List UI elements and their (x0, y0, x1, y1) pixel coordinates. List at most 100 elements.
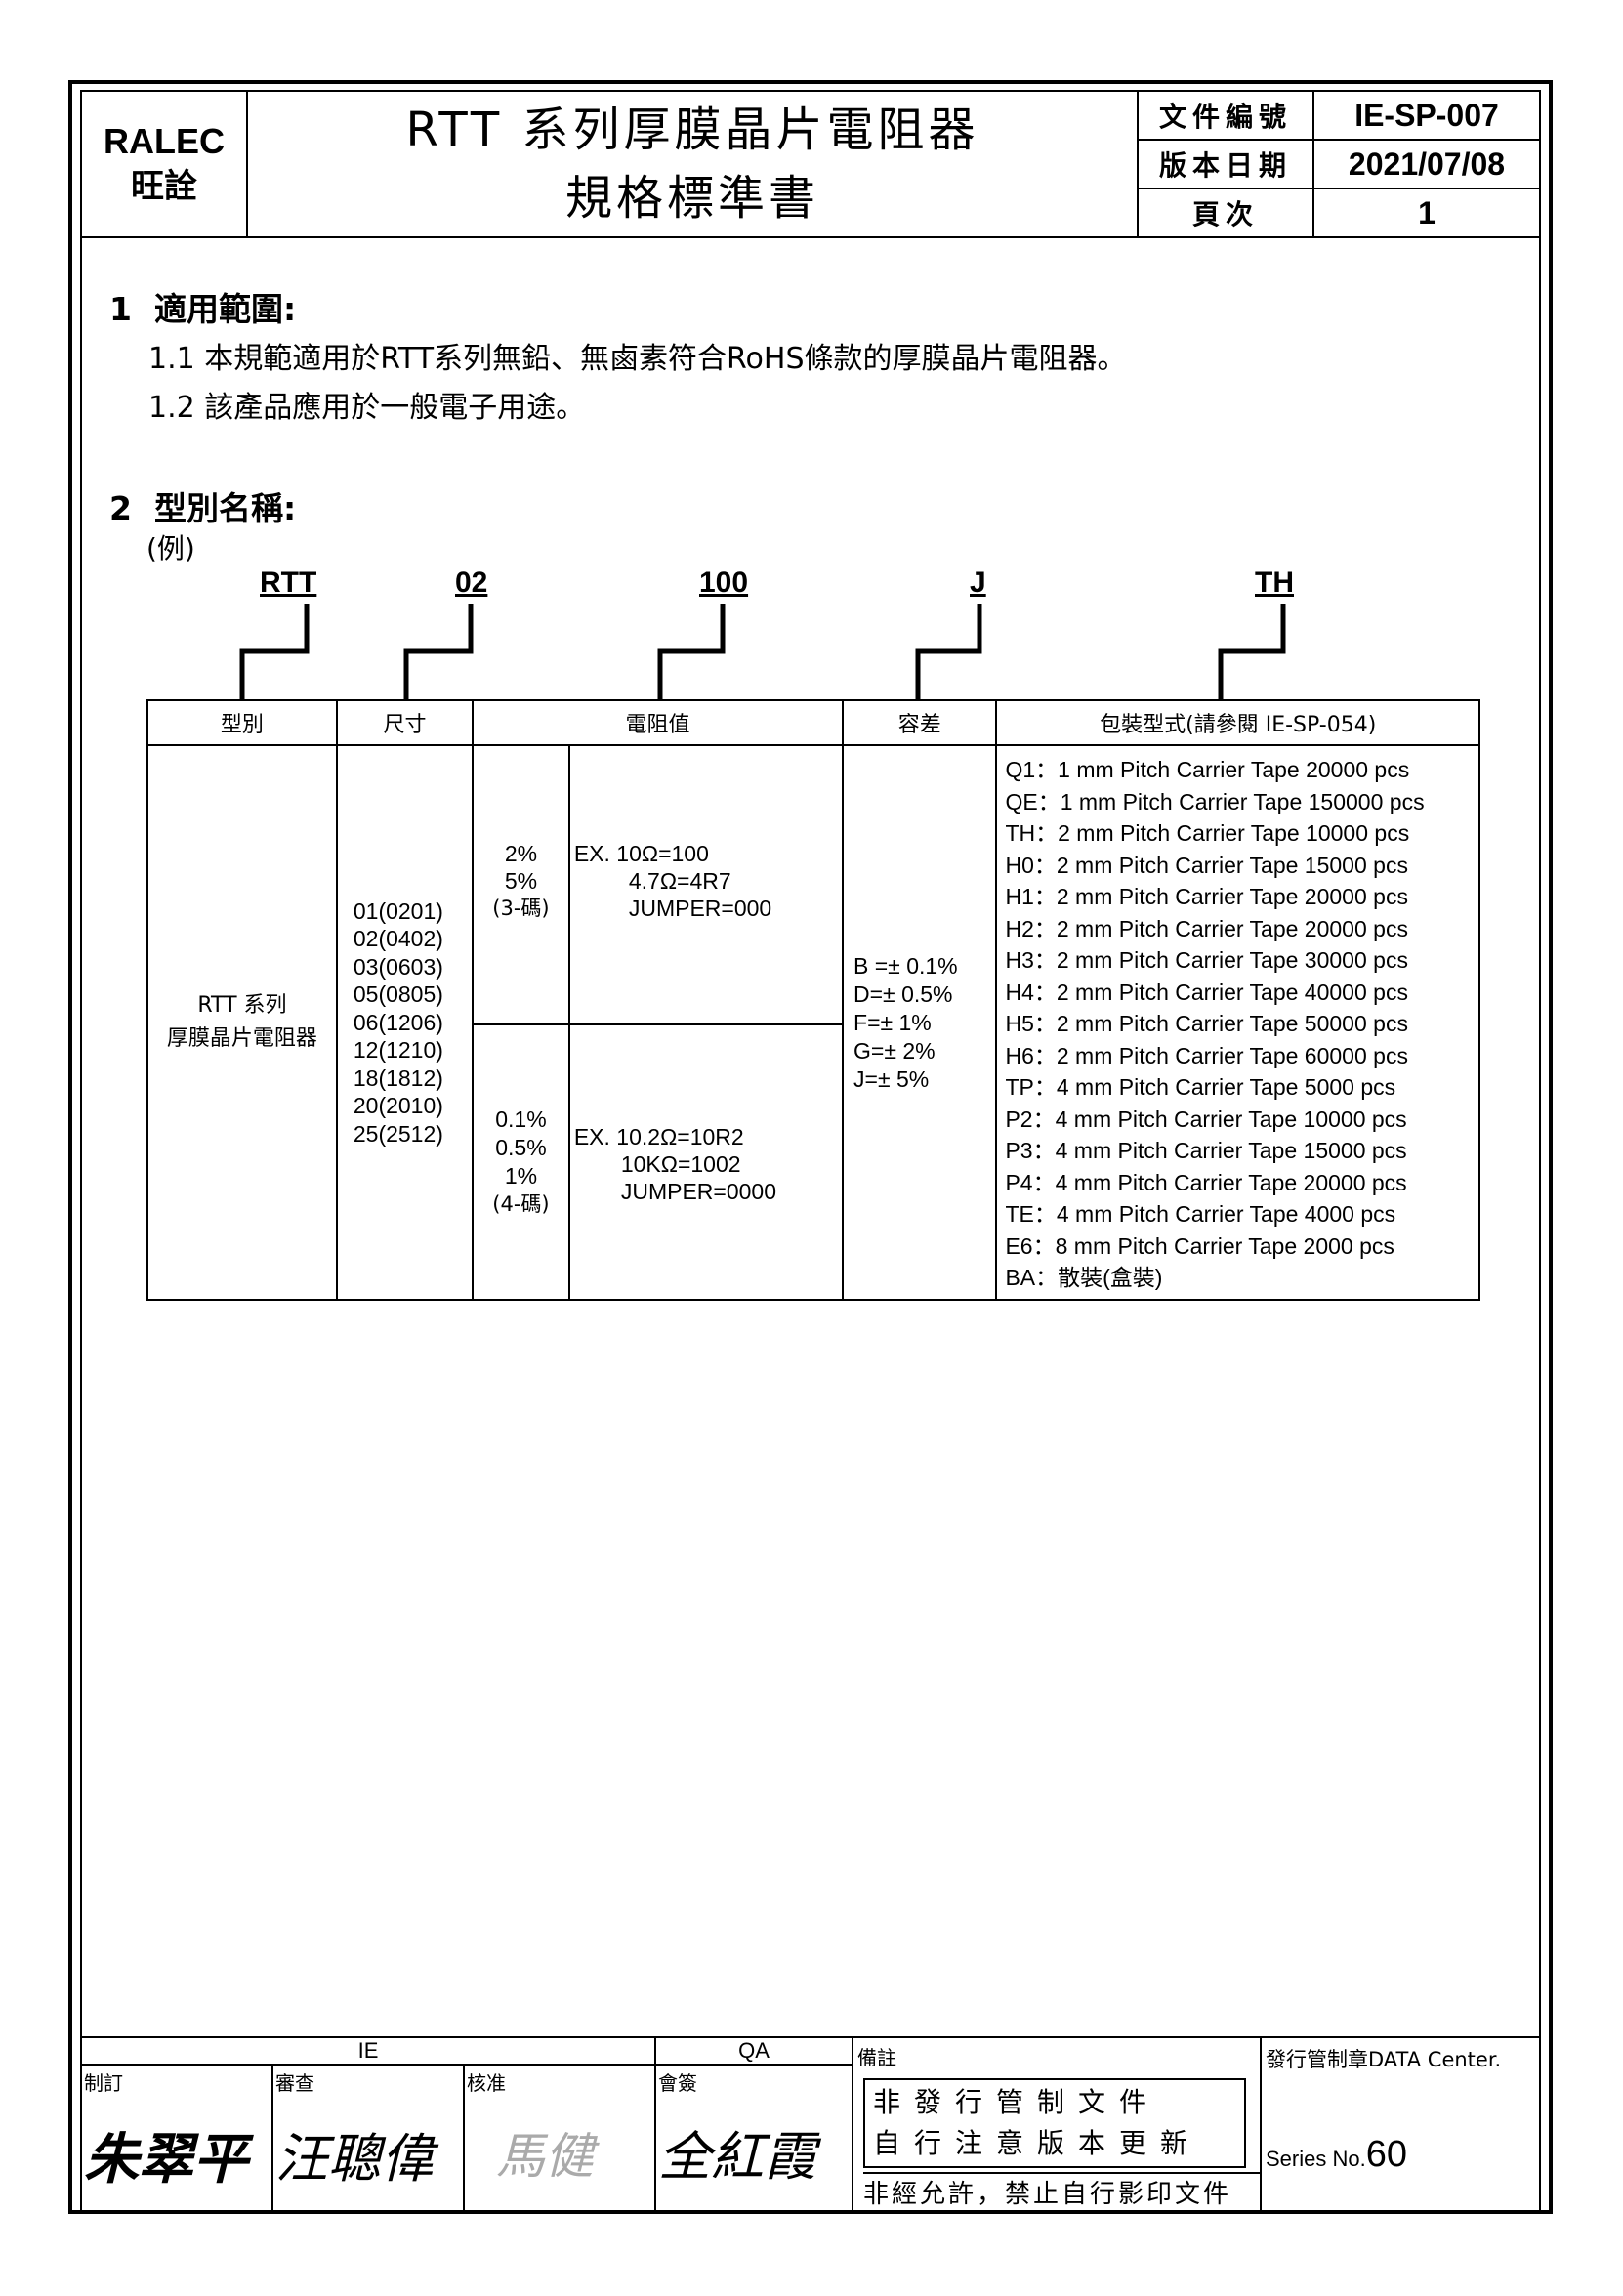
type-designation-table: 型別 尺寸 電阻值 容差 包裝型式(請參閱 IE-SP-054) RTT 系列 … (146, 699, 1480, 1301)
size-item: 03(0603) (353, 953, 443, 980)
code-connector-lines (239, 604, 1286, 699)
section2-number: 2 (109, 489, 132, 527)
packaging-item: E6：8 mm Pitch Carrier Tape 2000 pcs (1005, 1232, 1394, 1259)
res-3digit-ex-3: JUMPER=000 (628, 896, 772, 921)
signature-approved: 馬健 (496, 2128, 594, 2185)
signature-countersign: 全紅霞 (658, 2126, 816, 2188)
tolerance-item: B =± 0.1% (853, 952, 958, 979)
series-number: Series No.60 (1266, 2134, 1407, 2176)
approved-by-label: 核准 (467, 2071, 506, 2095)
remarks-label: 備註 (857, 2046, 896, 2069)
section1-heading: 1 適用範圍: (109, 283, 296, 330)
col-header-size: 尺寸 (335, 699, 475, 746)
stamp-line1: 非發行管制文件 (873, 2086, 1161, 2118)
section1-item-1: 1.1 本規範適用於RTT系列無鉛、無鹵素符合RoHS條款的厚膜晶片電阻器。 (148, 342, 1127, 376)
size-item: 20(2010) (353, 1093, 443, 1119)
res-4digit-tol-3: 1% (504, 1163, 538, 1189)
packaging-item: H5：2 mm Pitch Carrier Tape 50000 pcs (1005, 1011, 1408, 1036)
stamp-line2: 自行注意版本更新 (873, 2127, 1202, 2159)
footer-qa-header: QA (654, 2036, 853, 2066)
packaging-item: TE：4 mm Pitch Carrier Tape 4000 pcs (1005, 1201, 1396, 1227)
packaging-item: Q1：1 mm Pitch Carrier Tape 20000 pcs (1005, 757, 1410, 782)
size-item: 01(0201) (353, 898, 443, 924)
size-item: 06(1206) (353, 1009, 443, 1035)
packaging-item: TH：2 mm Pitch Carrier Tape 10000 pcs (1005, 820, 1410, 846)
res-3digit-tol-2: 5% (504, 868, 538, 894)
section1-number: 1 (109, 290, 132, 328)
packaging-item: P3：4 mm Pitch Carrier Tape 15000 pcs (1005, 1138, 1407, 1163)
code-resistance: 100 (699, 566, 749, 599)
res-4digit-ex-1: EX. 10.2Ω=10R2 (573, 1124, 744, 1149)
res-4digit-ex-3: JUMPER=0000 (620, 1179, 777, 1204)
company-zh: 旺詮 (131, 167, 197, 206)
tolerance-item: G=± 2% (853, 1037, 936, 1064)
company-en: RALEC (104, 121, 225, 161)
res-3digit-ex-2: 4.7Ω=4R7 (628, 868, 731, 894)
signature-reviewed: 汪聰偉 (275, 2128, 434, 2190)
countersign-label: 會簽 (658, 2071, 697, 2095)
tolerance-item: D=± 0.5% (853, 981, 953, 1007)
packaging-item: H2：2 mm Pitch Carrier Tape 20000 pcs (1005, 915, 1408, 941)
title-cell: RTT 系列厚膜晶片電阻器 規格標準書 (246, 90, 1139, 238)
res-4digit-ex-2: 10KΩ=1002 (620, 1151, 741, 1177)
document-header: RALEC 旺詮 RTT 系列厚膜晶片電阻器 規格標準書 文件編號 IE-SP-… (80, 90, 1541, 238)
connector-packaging (1218, 604, 1286, 699)
res-3digit-tol-3: (3-碼) (492, 897, 550, 920)
doc-no: IE-SP-007 (1312, 90, 1541, 141)
code-series: RTT (260, 566, 317, 599)
approval-footer: IE QA 備註 非發行管制文件 自行注意版本更新 非經允許，禁止自行影印文件 … (80, 2036, 1541, 2212)
doc-title-line2: 規格標準書 (564, 171, 819, 226)
section1-item-2: 1.2 該產品應用於一般電子用途。 (148, 391, 586, 425)
size-item: 25(2512) (353, 1120, 443, 1147)
size-item: 18(1812) (353, 1065, 443, 1091)
res-3digit-ex-cell: EX. 10Ω=100 4.7Ω=4R7 JUMPER=000 (567, 744, 845, 1025)
col-header-tolerance: 容差 (842, 699, 998, 746)
code-size: 02 (455, 566, 488, 599)
reviewed-by-label: 審查 (275, 2071, 314, 2095)
example-label: (例) (146, 532, 195, 564)
res-3digit-tol-1: 2% (504, 841, 538, 866)
col-header-type: 型別 (146, 699, 338, 746)
size-cell: 01(0201) 02(0402) 03(0603) 05(0805) 06(1… (335, 744, 475, 1301)
section2-title: 型別名稱: (153, 489, 297, 527)
tolerance-list: B =± 0.1% D=± 0.5% F=± 1% G=± 2% J=± 5% (853, 952, 995, 1094)
res-4digit-tol-1: 0.1% (495, 1106, 547, 1132)
packaging-header-text: 包裝型式(請參閱 IE-SP-054) (1100, 713, 1377, 737)
connector-resistance (657, 604, 726, 699)
issue-control-cell: 發行管制章DATA Center. Series No.60 (1260, 2036, 1541, 2212)
footer-ie-header: IE (80, 2036, 656, 2066)
made-by-label: 制訂 (84, 2071, 123, 2095)
page-label: 頁次 (1137, 188, 1314, 238)
body-border-left (80, 238, 82, 2038)
series-label: Series No. (1266, 2147, 1366, 2171)
doc-date: 2021/07/08 (1312, 139, 1541, 189)
connector-tolerance (915, 604, 982, 699)
signature-made: 朱翠平 (84, 2127, 248, 2192)
reviewed-by-cell: 審查 汪聰偉 (271, 2064, 465, 2212)
type-line2: 厚膜晶片電阻器 (166, 1026, 317, 1051)
tolerance-item: F=± 1% (853, 1009, 932, 1035)
res-4digit-ex-cell: EX. 10.2Ω=10R2 10KΩ=1002 JUMPER=0000 (567, 1023, 845, 1301)
packaging-cell: Q1：1 mm Pitch Carrier Tape 20000 pcs QE：… (995, 744, 1480, 1301)
control-stamp-box: 非發行管制文件 自行注意版本更新 (863, 2078, 1246, 2168)
copy-notice: 非經允許，禁止自行影印文件 (863, 2172, 1260, 2210)
code-tolerance: J (970, 566, 986, 599)
size-list: 01(0201) 02(0402) 03(0603) 05(0805) 06(1… (354, 898, 472, 1148)
col-header-packaging: 包裝型式(請參閱 IE-SP-054) (995, 699, 1480, 746)
packaging-item: H6：2 mm Pitch Carrier Tape 60000 pcs (1005, 1042, 1408, 1068)
connector-size (403, 604, 474, 699)
approved-by-cell: 核准 馬健 (463, 2064, 656, 2212)
issue-control-label: 發行管制章DATA Center. (1266, 2048, 1502, 2071)
page-border-outer (68, 80, 1553, 2214)
doc-title-line1: RTT 系列厚膜晶片電阻器 (405, 103, 979, 157)
res-3digit-ex-1: EX. 10Ω=100 (573, 841, 709, 866)
packaging-item: H4：2 mm Pitch Carrier Tape 40000 pcs (1005, 979, 1408, 1005)
tolerance-cell: B =± 0.1% D=± 0.5% F=± 1% G=± 2% J=± 5% (842, 744, 998, 1301)
doc-no-label: 文件編號 (1137, 90, 1314, 141)
connector-series (239, 604, 310, 699)
company-cell: RALEC 旺詮 (80, 90, 248, 238)
res-4digit-tol-4: (4-碼) (492, 1192, 550, 1216)
tolerance-item: J=± 5% (853, 1065, 930, 1092)
packaging-item: QE：1 mm Pitch Carrier Tape 150000 pcs (1005, 788, 1425, 814)
made-by-cell: 制訂 朱翠平 (80, 2064, 273, 2212)
